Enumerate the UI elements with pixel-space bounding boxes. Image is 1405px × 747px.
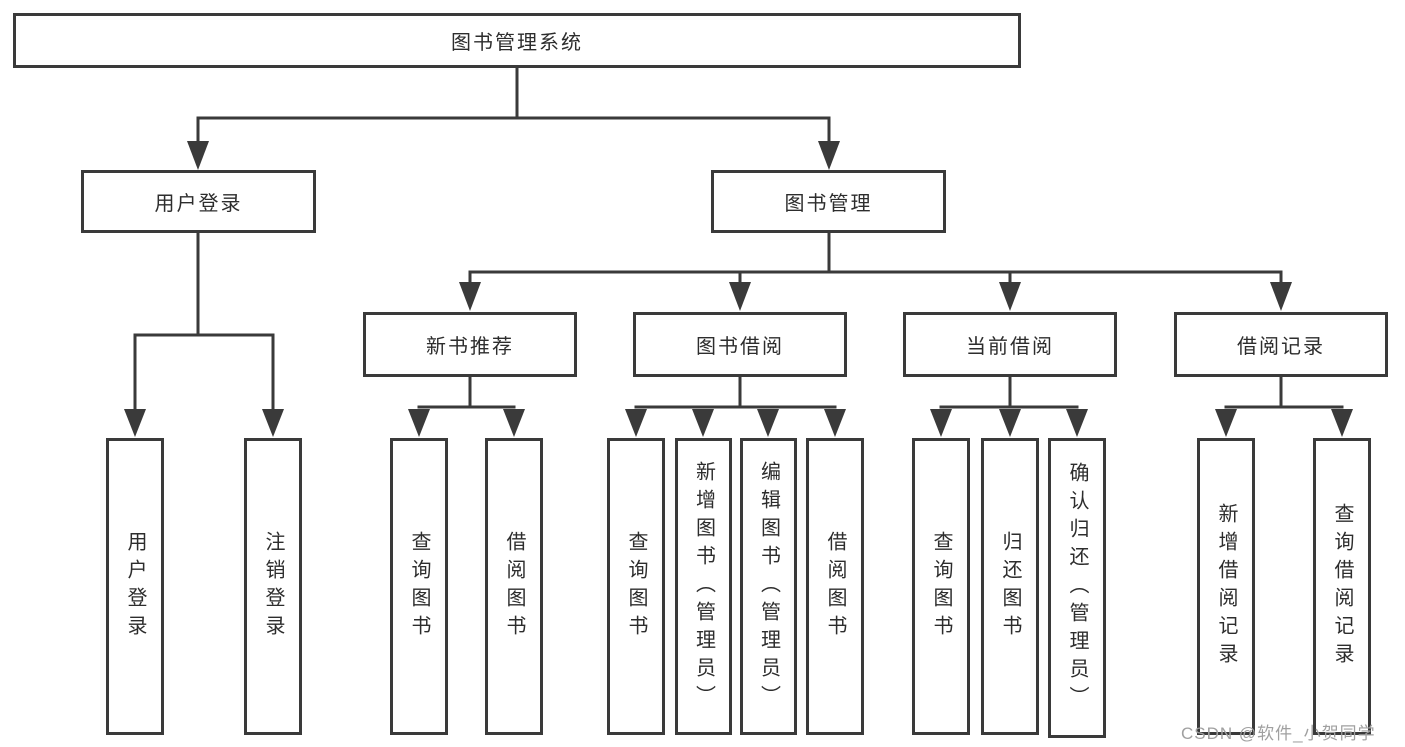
leaf-add-book-admin: 新增图书（管理员） (675, 438, 732, 735)
node-book-mgmt: 图书管理 (711, 170, 946, 233)
leaf-user-login: 用户登录 (106, 438, 164, 735)
watermark: CSDN @软件_小贺同学 (1181, 724, 1376, 743)
leaf-query-borrow-record: 查询借阅记录 (1313, 438, 1371, 735)
node-user-login: 用户登录 (81, 170, 316, 233)
leaf-borrow-books-2: 借阅图书 (806, 438, 864, 735)
node-new-book-rec-label: 新书推荐 (426, 336, 514, 358)
leaf-return-book-label: 归还图书 (999, 530, 1021, 643)
leaf-logout: 注销登录 (244, 438, 302, 735)
node-book-mgmt-label: 图书管理 (784, 193, 873, 215)
leaf-query-books-3: 查询图书 (912, 438, 970, 735)
node-user-login-label: 用户登录 (154, 193, 243, 215)
leaf-user-login-label: 用户登录 (124, 530, 146, 643)
node-borrow-records-label: 借阅记录 (1237, 336, 1325, 358)
node-new-book-rec: 新书推荐 (363, 312, 577, 377)
leaf-query-books-1: 查询图书 (390, 438, 448, 735)
leaf-add-borrow-record: 新增借阅记录 (1197, 438, 1255, 735)
leaf-query-borrow-record-label: 查询借阅记录 (1331, 502, 1353, 671)
leaf-borrow-books-1-label: 借阅图书 (503, 530, 525, 643)
node-book-mgmt-system-label: 图书管理系统 (451, 32, 583, 54)
leaf-query-books-2-label: 查询图书 (625, 530, 647, 643)
node-book-borrowing: 图书借阅 (633, 312, 847, 377)
leaf-return-book: 归还图书 (981, 438, 1039, 735)
leaf-add-borrow-record-label: 新增借阅记录 (1215, 502, 1237, 671)
node-current-borrowing-label: 当前借阅 (966, 336, 1054, 358)
leaf-borrow-books-2-label: 借阅图书 (824, 530, 846, 643)
leaf-confirm-return-admin-label: 确认归还（管理员） (1066, 462, 1088, 714)
leaf-query-books-1-label: 查询图书 (408, 530, 430, 643)
leaf-logout-label: 注销登录 (262, 530, 284, 643)
leaf-edit-book-admin: 编辑图书（管理员） (740, 438, 797, 735)
node-current-borrowing: 当前借阅 (903, 312, 1117, 377)
node-book-mgmt-system: 图书管理系统 (13, 13, 1021, 68)
leaf-confirm-return-admin: 确认归还（管理员） (1048, 438, 1106, 738)
leaf-add-book-admin-label: 新增图书（管理员） (692, 460, 715, 713)
leaf-query-books-2: 查询图书 (607, 438, 665, 735)
leaf-borrow-books-1: 借阅图书 (485, 438, 543, 735)
node-borrow-records: 借阅记录 (1174, 312, 1388, 377)
node-book-borrowing-label: 图书借阅 (696, 336, 784, 358)
leaf-query-books-3-label: 查询图书 (930, 530, 952, 643)
leaf-edit-book-admin-label: 编辑图书（管理员） (757, 460, 780, 713)
